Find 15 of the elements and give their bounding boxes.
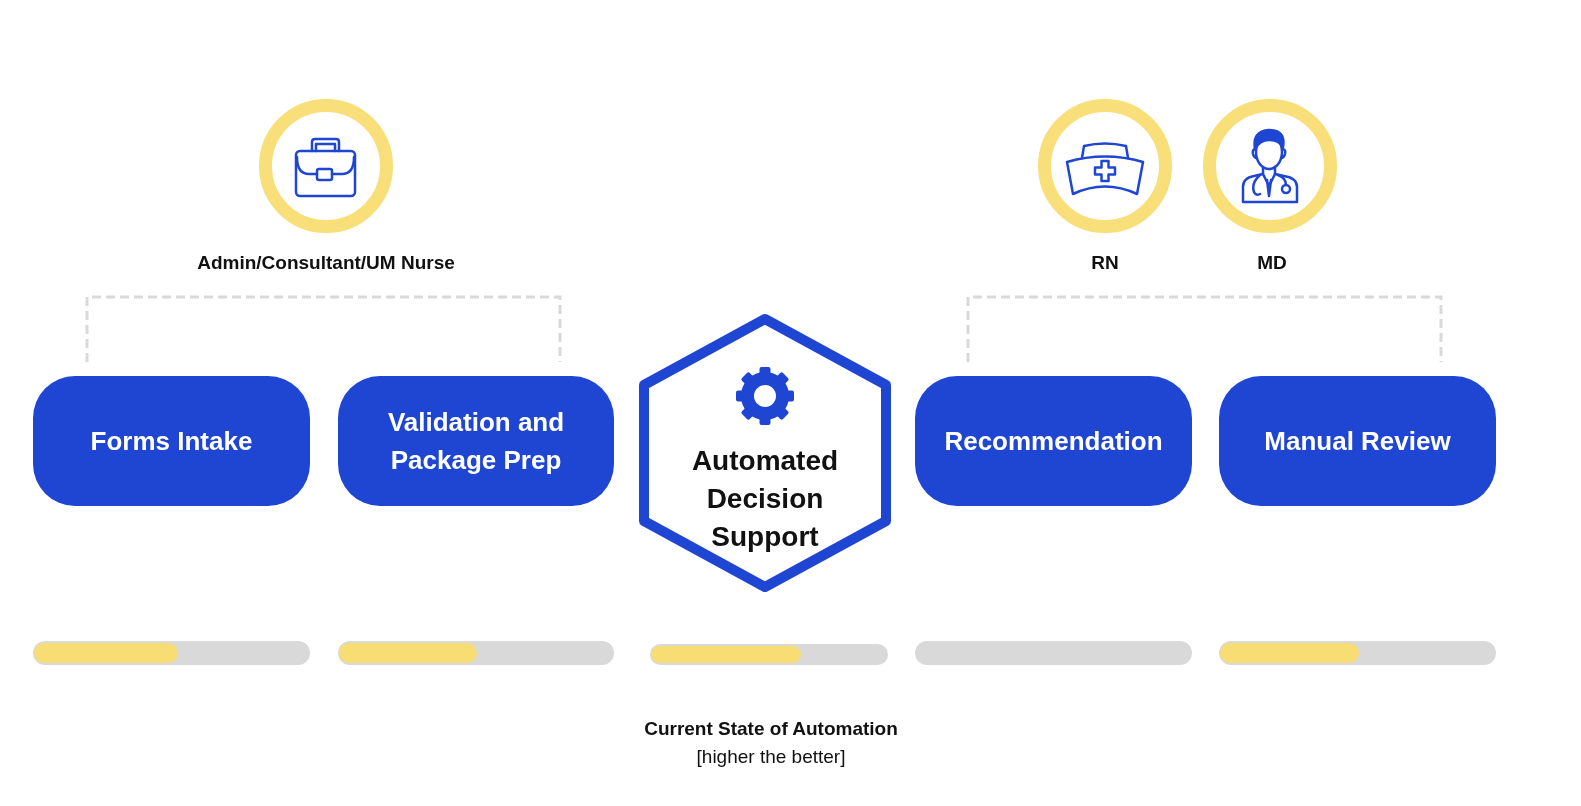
process-box [33, 376, 310, 506]
process-box [338, 376, 614, 506]
process-hexagon [638, 313, 892, 593]
step-label: Manual Review [1264, 425, 1451, 458]
step-label: Automated Decision Support [691, 444, 839, 554]
process-box [915, 376, 1192, 506]
caption-note: [higher the better] [696, 745, 846, 769]
role-label: Admin/Consultant/UM Nurse [197, 251, 455, 275]
role-label: MD [1257, 251, 1287, 275]
step-label: Validation and Package Prep [386, 406, 566, 477]
step-label: Recommendation [944, 425, 1163, 458]
step-label: Forms Intake [90, 425, 253, 458]
role-label: RN [1091, 251, 1119, 275]
process-box [1219, 376, 1496, 506]
caption-title: Current State of Automation [644, 717, 898, 741]
